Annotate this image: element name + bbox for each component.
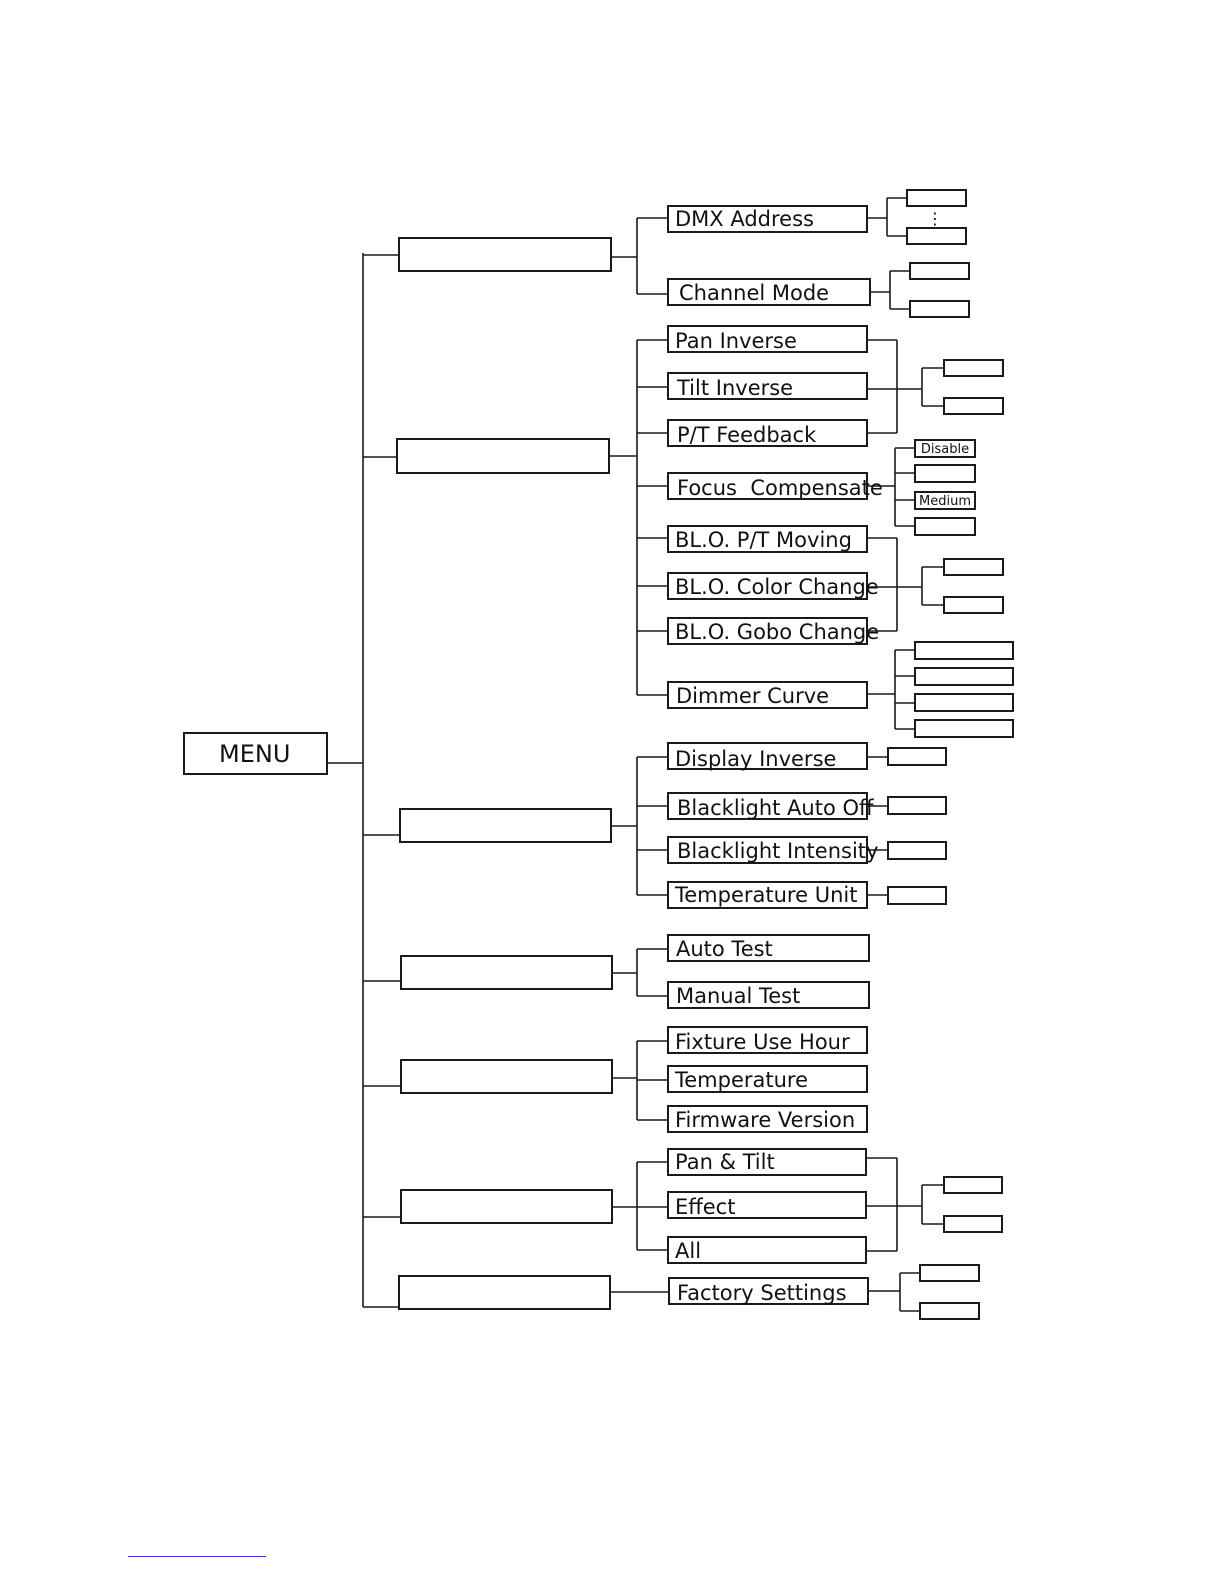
svg-text:Manual Test: Manual Test <box>676 984 800 1008</box>
option-box-medium: Medium <box>914 491 976 510</box>
item-factory-settings: Factory Settings <box>668 1277 869 1305</box>
option-box-disable: Disable <box>914 439 976 458</box>
item-dimmer-curve: Dimmer Curve <box>667 681 868 709</box>
option-box <box>914 641 1014 660</box>
svg-text:Blacklight Auto Off: Blacklight Auto Off <box>677 796 874 820</box>
option-box <box>914 464 976 483</box>
item-temperature: Temperature <box>667 1065 868 1093</box>
svg-text:Factory Settings: Factory Settings <box>677 1281 847 1305</box>
item-focus-compensate: Focus Compensate <box>667 472 883 500</box>
svg-text:Focus Compensate: Focus Compensate <box>677 476 883 500</box>
item-dmx-address: DMX Address <box>667 205 868 233</box>
vertical-ellipsis: ⋮ <box>927 209 943 228</box>
connector-lines <box>327 197 944 1312</box>
svg-text:Pan Inverse: Pan Inverse <box>675 329 797 353</box>
option-box <box>909 262 970 280</box>
svg-text:Fixture Use Hour: Fixture Use Hour <box>675 1030 850 1054</box>
item-blo-color-change: BL.O. Color Change <box>667 572 879 600</box>
option-box <box>906 227 967 245</box>
group-box-2 <box>396 438 610 474</box>
option-box <box>943 359 1004 377</box>
svg-text:Disable: Disable <box>921 442 969 457</box>
item-blo-gobo-change: BL.O. Gobo Change <box>667 617 879 645</box>
item-blo-pt-moving: BL.O. P/T Moving <box>667 525 868 553</box>
footer-rule <box>128 1556 266 1557</box>
item-pan-tilt: Pan & Tilt <box>667 1148 867 1176</box>
item-display-inverse: Display Inverse <box>667 742 868 771</box>
svg-text:Effect: Effect <box>675 1195 735 1219</box>
svg-text:All: All <box>675 1239 701 1263</box>
option-box <box>914 719 1014 738</box>
option-box <box>914 693 1014 712</box>
item-channel-mode: Channel Mode <box>667 278 871 306</box>
option-box <box>909 300 970 318</box>
item-effect: Effect <box>667 1191 867 1219</box>
group-box-6 <box>400 1189 613 1224</box>
item-pan-inverse: Pan Inverse <box>667 325 868 353</box>
item-pt-feedback: P/T Feedback <box>667 419 868 447</box>
item-manual-test: Manual Test <box>667 981 870 1009</box>
option-box <box>919 1302 980 1320</box>
option-box <box>943 1176 1003 1194</box>
option-box <box>919 1264 980 1282</box>
group-box-5 <box>400 1059 613 1094</box>
option-box <box>887 841 947 860</box>
menu-root-box: MENU <box>183 732 328 775</box>
svg-text:BL.O. Color Change: BL.O. Color Change <box>675 575 879 599</box>
svg-text:P/T Feedback: P/T Feedback <box>677 423 817 447</box>
svg-text:Dimmer Curve: Dimmer Curve <box>676 684 829 708</box>
option-box <box>906 189 967 207</box>
item-blacklight-auto-off: Blacklight Auto Off <box>667 792 874 820</box>
option-box <box>943 1215 1003 1233</box>
group-box-7 <box>398 1275 611 1310</box>
option-box <box>887 796 947 815</box>
svg-text:Display Inverse: Display Inverse <box>675 747 836 771</box>
svg-text:Firmware Version: Firmware Version <box>675 1108 855 1132</box>
svg-text:Auto Test: Auto Test <box>676 937 773 961</box>
svg-text:Temperature: Temperature <box>674 1068 808 1092</box>
menu-root-label: MENU <box>219 740 290 768</box>
item-auto-test: Auto Test <box>667 934 870 962</box>
svg-text:BL.O. Gobo Change: BL.O. Gobo Change <box>675 620 879 644</box>
option-box <box>887 747 947 766</box>
svg-text:Tilt Inverse: Tilt Inverse <box>676 376 793 400</box>
option-box <box>914 667 1014 686</box>
svg-text:Pan & Tilt: Pan & Tilt <box>675 1150 775 1174</box>
svg-text:DMX Address: DMX Address <box>675 207 814 231</box>
svg-text:BL.O. P/T Moving: BL.O. P/T Moving <box>675 528 852 552</box>
svg-text:Temperature Unit: Temperature Unit <box>674 883 857 907</box>
group-box-4 <box>400 955 613 990</box>
option-box <box>943 596 1004 614</box>
svg-text:Medium: Medium <box>919 494 971 509</box>
item-all: All <box>667 1236 867 1264</box>
item-blacklight-intensity: Blacklight Intensity <box>667 836 878 864</box>
item-temperature-unit: Temperature Unit <box>667 881 868 909</box>
item-tilt-inverse: Tilt Inverse <box>667 372 868 400</box>
svg-text:Channel Mode: Channel Mode <box>679 281 829 305</box>
option-box <box>943 397 1004 415</box>
item-firmware-version: Firmware Version <box>667 1105 868 1133</box>
group-box-1 <box>398 237 612 272</box>
option-box <box>887 886 947 905</box>
item-fixture-use-hour: Fixture Use Hour <box>667 1026 868 1054</box>
option-box <box>943 558 1004 576</box>
group-box-3 <box>399 808 612 843</box>
option-box <box>914 517 976 536</box>
svg-text:Blacklight Intensity: Blacklight Intensity <box>677 839 878 863</box>
